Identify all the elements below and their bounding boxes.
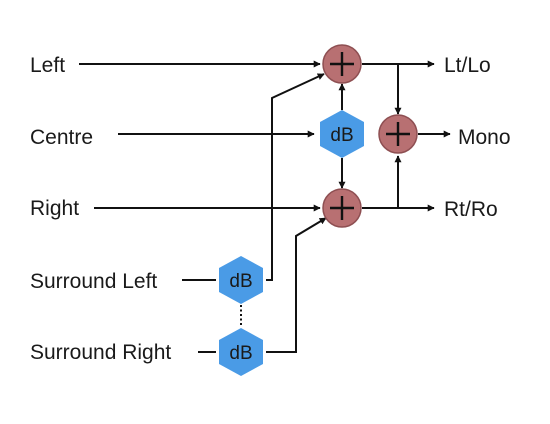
wire-sl-gain-to-sum-left <box>266 73 325 281</box>
gain-surround-right-hexagon <box>219 328 263 376</box>
gain-surround-right: dB <box>219 328 263 376</box>
plus-icon <box>386 122 410 146</box>
gain-surround-left-label: dB <box>229 271 252 292</box>
plus-icon <box>330 52 354 76</box>
gain-surround-left-hexagon <box>219 256 263 304</box>
wire-sr-gain-to-sum-right <box>266 217 327 353</box>
gain-surround-right-label: dB <box>229 343 252 364</box>
gain-centre: dB <box>320 110 364 158</box>
summer-right <box>322 188 362 228</box>
output-label-lt-lo: Lt/Lo <box>444 54 491 77</box>
signal-wires <box>79 60 451 353</box>
input-label-surround-right: Surround Right <box>30 341 171 364</box>
input-label-surround-left: Surround Left <box>30 270 157 293</box>
input-label-left: Left <box>30 54 65 77</box>
gain-centre-hexagon <box>320 110 364 158</box>
plus-icon <box>330 196 354 220</box>
summer-mono <box>378 114 418 154</box>
gain-centre-label: dB <box>330 125 353 146</box>
output-label-mono: Mono <box>458 126 511 149</box>
summer-left <box>322 44 362 84</box>
input-label-centre: Centre <box>30 126 93 149</box>
input-label-right: Right <box>30 197 79 220</box>
gain-surround-left: dB <box>219 256 263 304</box>
output-label-rt-ro: Rt/Ro <box>444 198 498 221</box>
